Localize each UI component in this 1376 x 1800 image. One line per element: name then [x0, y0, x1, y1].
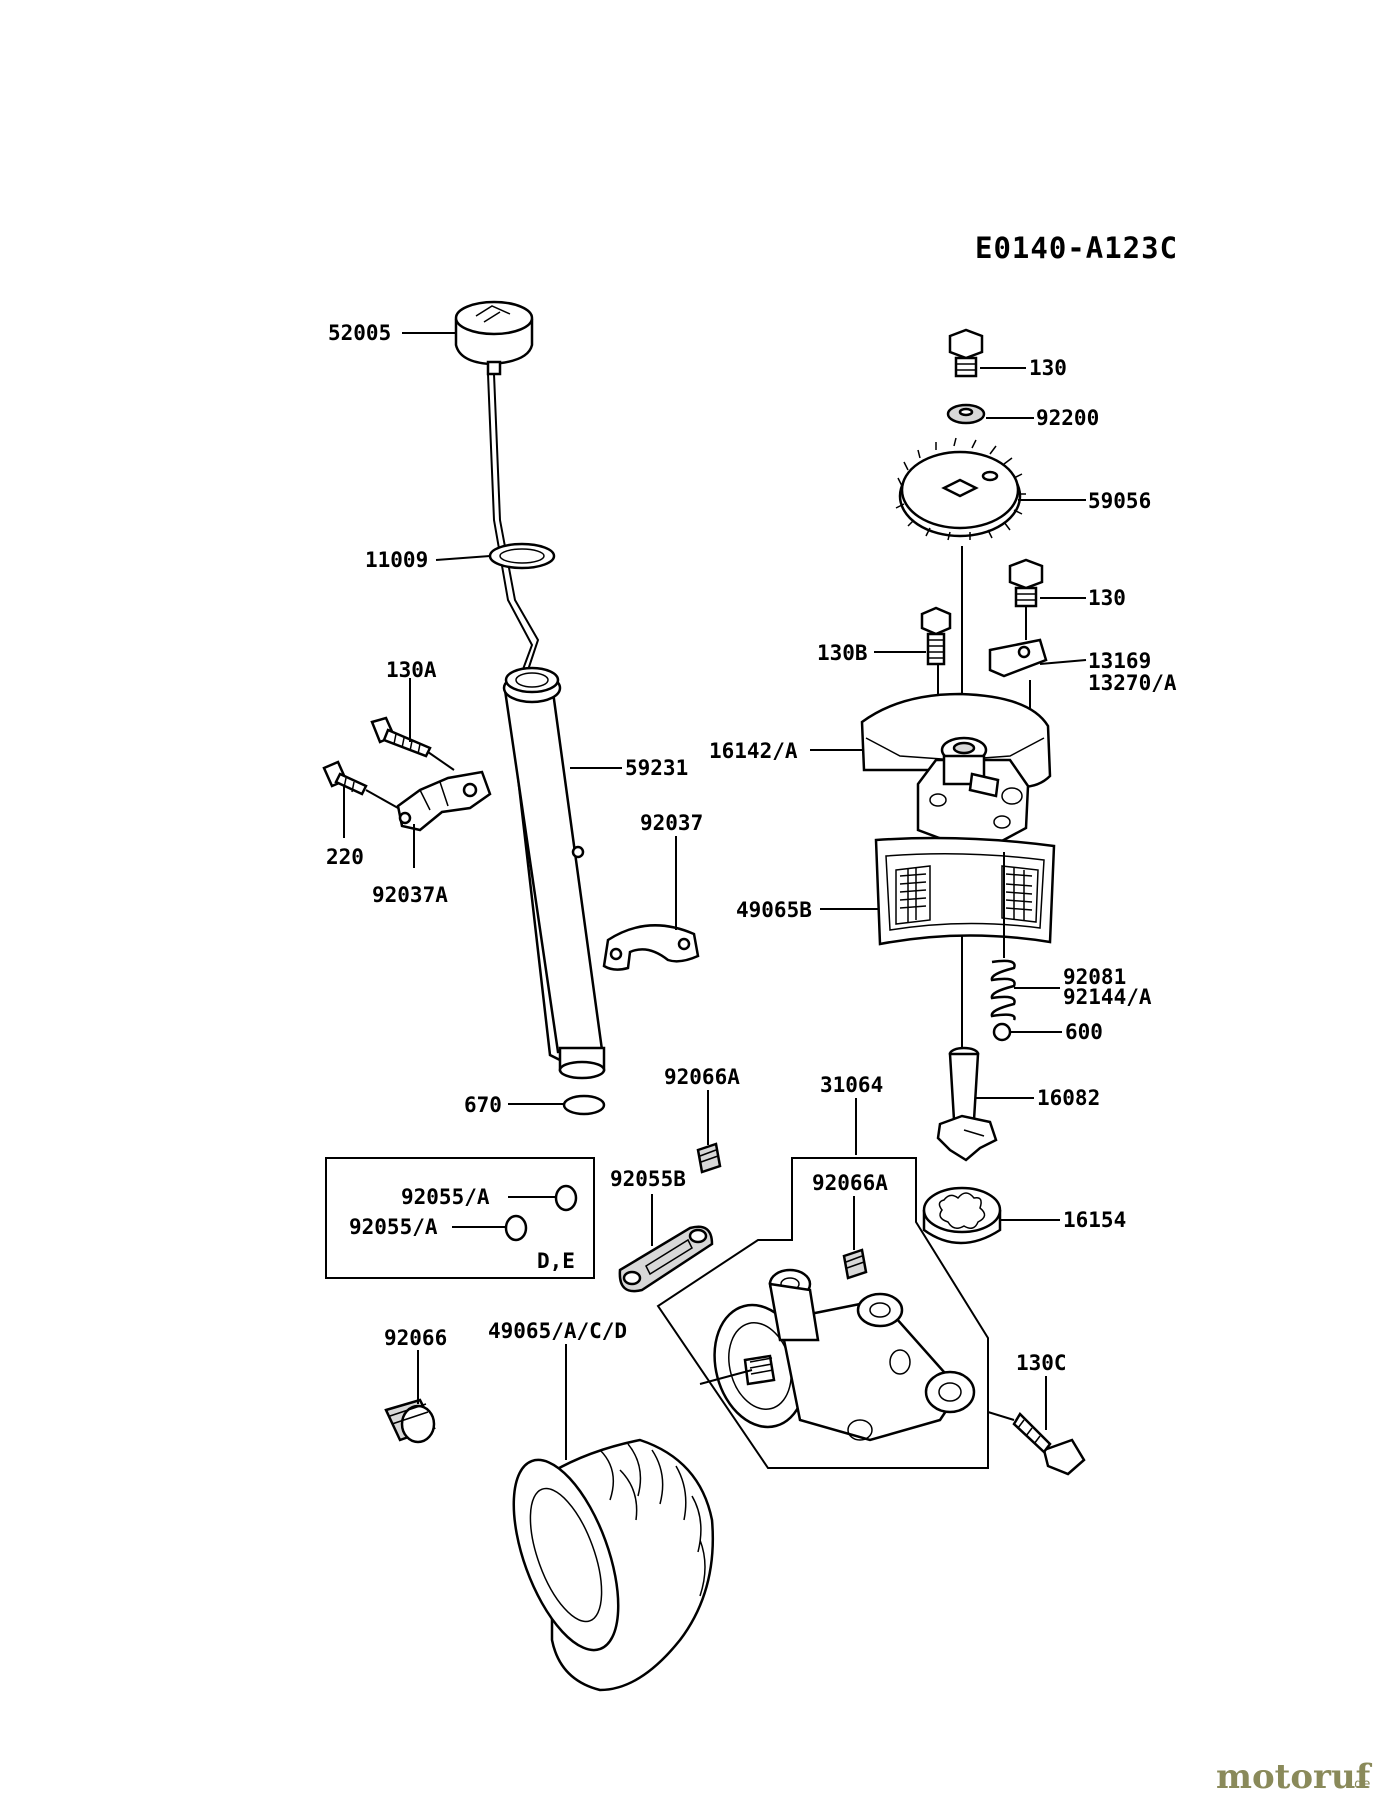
watermark-logo: motoruf .de — [1216, 1757, 1373, 1797]
part-16082-pump-shaft[interactable] — [936, 1046, 998, 1162]
assembly-outline-31064 — [656, 1157, 989, 1469]
part-31064-filter-adapter[interactable] — [701, 1268, 976, 1442]
part-600-ball[interactable] — [992, 1022, 1012, 1042]
label-92066A-1: 92066A — [664, 1065, 740, 1089]
part-92066-plug[interactable] — [384, 1398, 436, 1444]
label-220: 220 — [326, 845, 364, 869]
label-92200: 92200 — [1036, 406, 1099, 430]
part-130B-bolt[interactable] — [920, 606, 952, 666]
part-670-o-ring[interactable] — [562, 1094, 606, 1116]
part-130-bolt-mid[interactable] — [1008, 558, 1044, 608]
part-130C-bolt[interactable] — [1012, 1411, 1086, 1476]
label-600: 600 — [1065, 1020, 1103, 1044]
part-92037-bracket[interactable] — [602, 924, 700, 971]
label-16082: 16082 — [1037, 1086, 1100, 1110]
part-130A-bolt[interactable] — [370, 716, 432, 758]
label-92055B: 92055B — [610, 1167, 686, 1191]
label-92037A: 92037A — [372, 883, 448, 907]
inset-note: D,E — [537, 1249, 575, 1273]
part-13169-plate[interactable] — [988, 638, 1048, 678]
label-92081: 92081 — [1063, 965, 1126, 989]
label-16154: 16154 — [1063, 1208, 1126, 1232]
part-92081-spring[interactable] — [990, 959, 1016, 1021]
label-92037: 92037 — [640, 811, 703, 835]
label-670: 670 — [464, 1093, 502, 1117]
label-31064: 31064 — [820, 1073, 883, 1097]
part-220-bolt[interactable] — [322, 760, 368, 796]
label-52005: 52005 — [328, 321, 391, 345]
label-13169: 13169 — [1088, 649, 1151, 673]
inset-box-de — [325, 1157, 595, 1279]
label-92066A-2: 92066A — [812, 1171, 888, 1195]
part-16154-outer-rotor[interactable] — [922, 1186, 1002, 1245]
label-11009: 11009 — [365, 548, 428, 572]
label-92066: 92066 — [384, 1326, 447, 1350]
part-16142A-oil-pump-body[interactable] — [860, 692, 1052, 844]
part-92055A-oring-1[interactable] — [554, 1184, 578, 1212]
part-92066A-plug-2[interactable] — [842, 1248, 868, 1280]
part-59056-oil-pump-gear[interactable] — [895, 437, 1026, 541]
label-59231: 59231 — [625, 756, 688, 780]
part-52005-oil-cap[interactable] — [454, 300, 534, 376]
label-92055A-1: 92055/A — [401, 1185, 490, 1209]
label-130-mid: 130 — [1088, 586, 1126, 610]
part-92037A-bracket[interactable] — [396, 770, 492, 832]
part-92055A-oring-2[interactable] — [504, 1214, 528, 1242]
part-49065B-oil-screen[interactable] — [874, 836, 1056, 946]
label-130B: 130B — [817, 641, 868, 665]
part-92055B-gasket[interactable] — [618, 1225, 714, 1293]
part-92066A-plug-1[interactable] — [696, 1142, 722, 1174]
label-92055A-2: 92055/A — [349, 1215, 438, 1239]
label-49065ACD: 49065/A/C/D — [488, 1319, 627, 1343]
label-16142A: 16142/A — [709, 739, 798, 763]
label-13270A: 13270/A — [1088, 671, 1177, 695]
label-130A: 130A — [386, 658, 437, 682]
part-49065ACD-oil-filter[interactable] — [492, 1438, 715, 1692]
part-59231-fill-tube[interactable] — [502, 666, 606, 1080]
label-92144A: 92144/A — [1063, 985, 1152, 1009]
part-130-bolt-top[interactable] — [948, 328, 984, 378]
diagram-code: E0140-A123C — [975, 231, 1178, 265]
label-59056: 59056 — [1088, 489, 1151, 513]
label-130C: 130C — [1016, 1351, 1067, 1375]
svg-text:.de: .de — [1350, 1777, 1370, 1792]
label-49065B: 49065B — [736, 898, 812, 922]
svg-text:motoruf: motoruf — [1216, 1757, 1373, 1797]
part-92200-washer[interactable] — [946, 403, 986, 425]
dipstick-rod — [493, 373, 540, 671]
label-130-top: 130 — [1029, 356, 1067, 380]
